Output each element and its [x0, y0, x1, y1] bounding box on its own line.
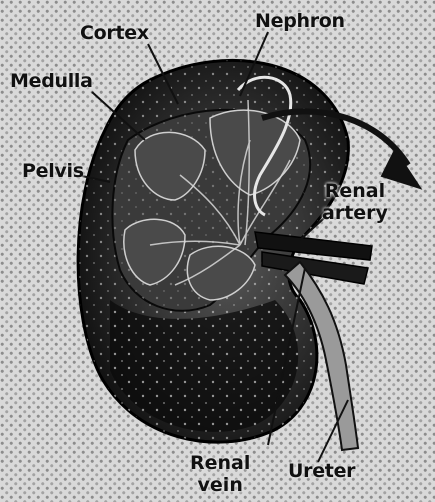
renal-vein-label-line1: Renal: [190, 452, 250, 474]
ureter-label: Ureter: [288, 460, 355, 482]
nephron-label: Nephron: [255, 10, 345, 32]
renal-vein-label: Renal vein: [190, 452, 250, 496]
renal-artery-label: Renal artery: [322, 180, 388, 224]
renal-artery-label-line1: Renal: [322, 180, 388, 202]
cortex-label: Cortex: [80, 22, 149, 44]
renal-vein-label-line2: vein: [190, 474, 250, 496]
pelvis-label: Pelvis: [22, 160, 84, 182]
renal-artery-label-line2: artery: [322, 202, 388, 224]
medulla-label: Medulla: [10, 70, 93, 92]
